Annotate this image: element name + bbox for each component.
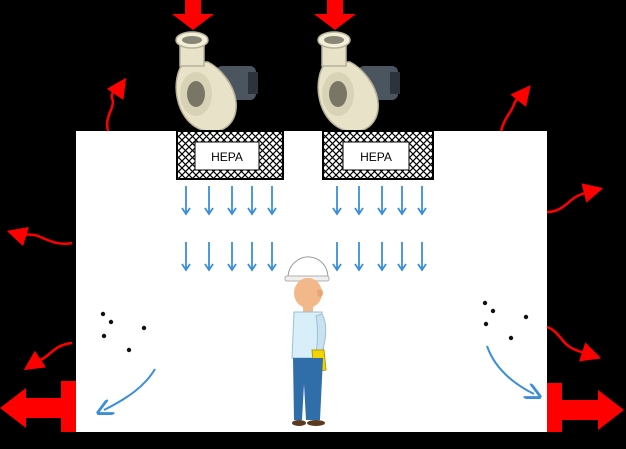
leak-arrow — [546, 183, 604, 214]
leak-arrow — [23, 341, 73, 371]
particle-dot — [483, 321, 489, 327]
airflow-arrow — [417, 186, 427, 216]
airflow-arrow — [332, 186, 342, 216]
particle-dot — [101, 333, 107, 339]
airflow-arrow — [181, 186, 191, 216]
airflow-arrow — [181, 242, 191, 272]
particle-dot — [508, 335, 514, 341]
leak-arrow — [6, 227, 73, 247]
airflow-arrow — [204, 186, 214, 216]
worker-figure — [284, 256, 330, 426]
hepa-label: HEPA — [211, 150, 243, 164]
hepa-label: HEPA — [360, 150, 392, 164]
exhaust-right — [547, 383, 624, 432]
hepa-filter-left: HEPA — [176, 130, 284, 180]
blower-fan-icon — [317, 31, 400, 133]
airflow-arrow — [247, 242, 257, 272]
exhaust-arrow — [22, 398, 61, 418]
particle-dot — [490, 308, 496, 314]
particle-dot — [100, 311, 106, 317]
airflow-arrow — [397, 242, 407, 272]
airflow-arrow — [354, 186, 364, 216]
airflow-arrow — [204, 242, 214, 272]
inflow-arrow-right — [314, 0, 356, 30]
leak-arrow — [546, 325, 602, 362]
airflow-arrow — [227, 186, 237, 216]
airflow-arrow — [227, 242, 237, 272]
leak-arrow — [499, 85, 531, 132]
inflow-arrow-left — [172, 0, 214, 30]
exhaust-damper — [61, 381, 76, 432]
airflow-curve-arrow — [486, 345, 534, 394]
particles-right — [482, 300, 529, 341]
particle-dot — [523, 314, 529, 320]
blower-fan-icon — [175, 31, 258, 133]
hepa-filter-right: HEPA — [322, 130, 434, 180]
airflow-arrows — [181, 186, 427, 272]
exhaust-left — [0, 381, 76, 432]
airflow-arrow — [354, 242, 364, 272]
airflow-arrow — [377, 242, 387, 272]
airflow-arrow — [267, 186, 277, 216]
particle-dot — [108, 319, 114, 325]
airflow-curve-arrow — [104, 368, 156, 410]
exhaust-damper — [547, 383, 562, 432]
leak-arrow — [105, 77, 127, 132]
airflow-arrow — [247, 186, 257, 216]
particle-dot — [126, 347, 132, 353]
leak-arrows — [6, 77, 604, 371]
airflow-arrow — [417, 242, 427, 272]
airflow-arrow — [397, 186, 407, 216]
particle-dot — [482, 300, 488, 306]
particles-left — [100, 311, 147, 353]
exhaust-arrow — [562, 400, 600, 420]
particle-dot — [141, 325, 147, 331]
airflow-arrow — [267, 242, 277, 272]
airflow-arrow — [332, 242, 342, 272]
airflow-arrow — [377, 186, 387, 216]
